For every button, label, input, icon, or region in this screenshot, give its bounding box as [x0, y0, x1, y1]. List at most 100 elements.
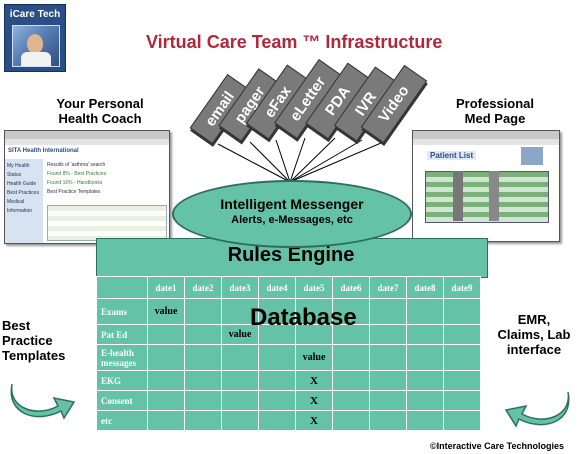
database-cell [184, 390, 222, 411]
database-column-header: date5 [295, 276, 333, 299]
database-cell [184, 370, 222, 391]
med-page-screenshot: Patient List [412, 130, 560, 242]
emr-line: interface [506, 342, 562, 357]
screenshot-line: Best Practice Templates [47, 189, 101, 195]
database-cell: value [147, 298, 185, 325]
database-grid: date1 date2 date3 date4 date5 date6 date… [96, 276, 481, 431]
browser-address-bar [5, 139, 169, 145]
database-column-header: date6 [332, 276, 370, 299]
screenshot-table [425, 171, 549, 223]
screenshot-header: Patient List [427, 151, 477, 160]
emr-line: Claims, Lab [497, 327, 571, 342]
database-cell [443, 298, 481, 325]
database-cell [406, 370, 444, 391]
database-cell [369, 324, 407, 345]
browser-toolbar [5, 131, 169, 139]
screenshot-line: Found 8% - Best Practices [47, 171, 107, 177]
health-coach-screenshot: SITA Health International My Health Stat… [4, 130, 170, 244]
database-row-label: EKG [96, 370, 148, 391]
right-label-line2: Med Page [464, 111, 526, 126]
database-cell [147, 370, 185, 391]
database-cell [147, 390, 185, 411]
database-cell [406, 324, 444, 345]
intelligent-messenger: Intelligent Messenger Alerts, e-Messages… [172, 180, 412, 248]
screenshot-sidebar-item: Medical Information [7, 199, 33, 214]
database-cell [221, 410, 259, 431]
page-title: Virtual Care Team ™ Infrastructure [146, 32, 443, 52]
database-cell [369, 390, 407, 411]
database-cell [221, 344, 259, 371]
database-cell [184, 344, 222, 371]
database-row: E-health messages value [96, 344, 481, 371]
screenshot-table [47, 205, 167, 241]
person-face-icon [27, 34, 43, 54]
rules-engine-label: Rules Engine [227, 244, 355, 266]
database-cell: X [295, 390, 333, 411]
database-column-header: date3 [221, 276, 259, 299]
left-label: Your Personal Health Coach [30, 96, 170, 126]
database-cell [406, 344, 444, 371]
database-cell [406, 298, 444, 325]
screenshot-sidebar: My Health Status Health Guide Best Pract… [5, 159, 43, 243]
screenshot-section: Results of 'asthma' search [47, 162, 106, 168]
database-cell: value [295, 344, 333, 371]
database-cell [184, 298, 222, 325]
screenshot-header: SITA Health International [8, 148, 79, 154]
database-row-label: Consent [96, 390, 148, 411]
database-cell [332, 298, 370, 325]
database-cell: X [295, 370, 333, 391]
database-cell [184, 410, 222, 431]
database-row-label: Pat Ed [96, 324, 148, 345]
database-row: EKG X [96, 370, 481, 391]
best-practice-line: Templates [2, 348, 66, 363]
database-cell [295, 298, 333, 325]
best-practice-line: Best [2, 318, 31, 333]
messenger-subtitle: Alerts, e-Messages, etc [231, 214, 353, 226]
database-cell [184, 324, 222, 345]
database-cell [258, 344, 296, 371]
database-cell [443, 390, 481, 411]
database-cell [258, 298, 296, 325]
connector-line [289, 139, 389, 183]
connector-line [289, 137, 336, 183]
best-practice-templates-label: Best Practice Templates [2, 318, 65, 363]
database-row-label: etc [96, 410, 148, 431]
database-cell [147, 344, 185, 371]
database-cell [221, 370, 259, 391]
database-cell [147, 410, 185, 431]
best-practice-line: Practice [2, 333, 53, 348]
database-column-header: date8 [406, 276, 444, 299]
database-row-label: Exams [96, 298, 148, 325]
database-column-header: date4 [258, 276, 296, 299]
database-cell [406, 390, 444, 411]
emr-line: EMR, [517, 312, 551, 327]
connector-line [289, 137, 306, 183]
database-cell [147, 324, 185, 345]
database-cell [369, 410, 407, 431]
database-cell [332, 370, 370, 391]
connector-line [249, 141, 291, 183]
screenshot-sidebar-item: Best Practices [7, 190, 39, 196]
emr-interface-label: EMR, Claims, Lab interface [488, 312, 580, 357]
database-row-label: E-health messages [96, 344, 148, 371]
database-column-header: date7 [369, 276, 407, 299]
copyright: ©Interactive Care Technologies [430, 441, 565, 451]
right-label-line1: Professional [455, 96, 535, 111]
database-cell [258, 390, 296, 411]
screenshot-photo [521, 147, 543, 165]
database-column-header: date2 [184, 276, 222, 299]
database-cell [332, 410, 370, 431]
browser-address-bar [413, 139, 559, 145]
database-cell [332, 344, 370, 371]
screenshot-line: Found 16% - Handbooks [47, 180, 103, 186]
database-cell [406, 410, 444, 431]
database-row: Consent X [96, 390, 481, 411]
screenshot-table-column [489, 171, 499, 221]
screenshot-body: Results of 'asthma' search Found 8% - Be… [47, 161, 106, 197]
right-label: Professional Med Page [420, 96, 570, 126]
person-body-icon [21, 52, 51, 66]
browser-toolbar [413, 131, 559, 139]
database-column-header: date9 [443, 276, 481, 299]
curved-arrow-right-icon [10, 383, 76, 420]
